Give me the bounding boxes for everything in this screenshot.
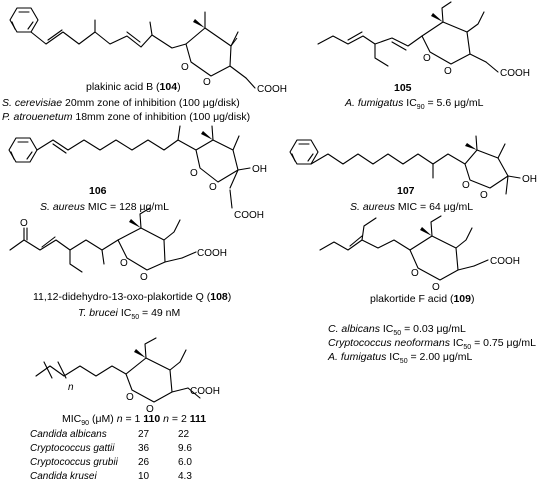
hydroxyl-label: OH: [252, 164, 267, 175]
carboxyl-label: COOH: [234, 210, 264, 221]
table-cell: 36: [138, 443, 150, 454]
ring-oxygen-label: O: [181, 62, 189, 73]
compound-109-caption: plakortide F acid (109): [370, 293, 475, 305]
table-row-organism: Candida krusei: [30, 471, 97, 482]
structure-105: O O COOH: [317, 1, 530, 79]
compound-107-activity: S. aureus MIC = 64 μg/mL: [350, 201, 473, 213]
ring-oxygen-label: O: [209, 182, 217, 193]
table-row-organism: Cryptococcus grubii: [30, 457, 119, 468]
table-cell: 9.6: [178, 443, 192, 454]
compound-104-activity: P. atrouenetum 18mm zone of inhibition (…: [2, 111, 250, 123]
ring-oxygen-label: O: [411, 268, 419, 279]
compound-105-activity: A. fumigatus IC90 = 5.6 μg/mL: [344, 97, 484, 111]
ring-oxygen-label: O: [120, 258, 128, 269]
structure-107: O O OH: [289, 135, 537, 201]
table-cell: 4.3: [178, 471, 192, 482]
table-cell: 6.0: [178, 457, 192, 468]
ring-oxygen-label: O: [462, 180, 470, 191]
carboxyl-label: COOH: [500, 68, 530, 79]
structure-106: O O OH COOH: [8, 125, 267, 221]
structure-108: O O O COOH: [9, 207, 227, 283]
ring-oxygen-label: O: [146, 404, 154, 415]
ring-oxygen-label: O: [432, 282, 440, 293]
carboxyl-label: COOH: [190, 386, 220, 397]
compound-105-number: 105: [394, 82, 412, 94]
carboxyl-label: COOH: [257, 84, 287, 95]
compound-107-number: 107: [397, 185, 415, 197]
compound-109-activity: Cryptococcus neoformans IC50 = 0.75 μg/m…: [328, 337, 536, 351]
compound-109-activity: A. fumigatus IC50 = 2.00 μg/mL: [327, 351, 472, 365]
structure-110-111: n O O COOH: [35, 337, 220, 415]
mic-table-header: MIC90 (μM) n = 1 110 n = 2 111: [62, 413, 206, 427]
compound-109-activity: C. albicans IC50 = 0.03 μg/mL: [328, 323, 466, 337]
compound-108-caption: 11,12-didehydro-13-oxo-plakortide Q (108…: [33, 291, 231, 303]
ketone-oxygen-label: O: [20, 218, 28, 229]
repeat-unit-label: n: [68, 382, 74, 393]
table-cell: 27: [138, 429, 150, 440]
ring-oxygen-label: O: [423, 53, 431, 64]
ring-oxygen-label: O: [140, 272, 148, 283]
ring-oxygen-label: O: [480, 190, 488, 201]
table-row-organism: Cryptococcus gattii: [30, 443, 115, 454]
compound-106-activity: S. aureus MIC = 128 μg/mL: [40, 201, 169, 213]
ring-oxygen-label: O: [444, 66, 452, 77]
table-cell: 26: [138, 457, 150, 468]
ring-oxygen-label: O: [126, 392, 134, 403]
carboxyl-label: COOH: [197, 248, 227, 259]
table-row-organism: Candida albicans: [30, 429, 107, 440]
ring-oxygen-label: O: [203, 77, 211, 88]
structure-104: O O COOH: [9, 7, 287, 95]
hydroxyl-label: OH: [522, 174, 537, 185]
compound-106-number: 106: [89, 185, 107, 197]
table-cell: 10: [138, 471, 150, 482]
compound-104-activity: S. cerevisiae 20mm zone of inhibition (1…: [2, 97, 240, 109]
structure-109: O O COOH: [319, 215, 520, 293]
compound-104-caption: plakinic acid B (104): [86, 81, 181, 93]
ring-oxygen-label: O: [190, 168, 198, 179]
table-cell: 22: [178, 429, 190, 440]
mic-table: MIC90 (μM) n = 1 110 n = 2 111 Candida a…: [30, 413, 206, 482]
carboxyl-label: COOH: [490, 256, 520, 267]
compound-108-activity: T. brucei IC50 = 49 nM: [78, 307, 180, 321]
